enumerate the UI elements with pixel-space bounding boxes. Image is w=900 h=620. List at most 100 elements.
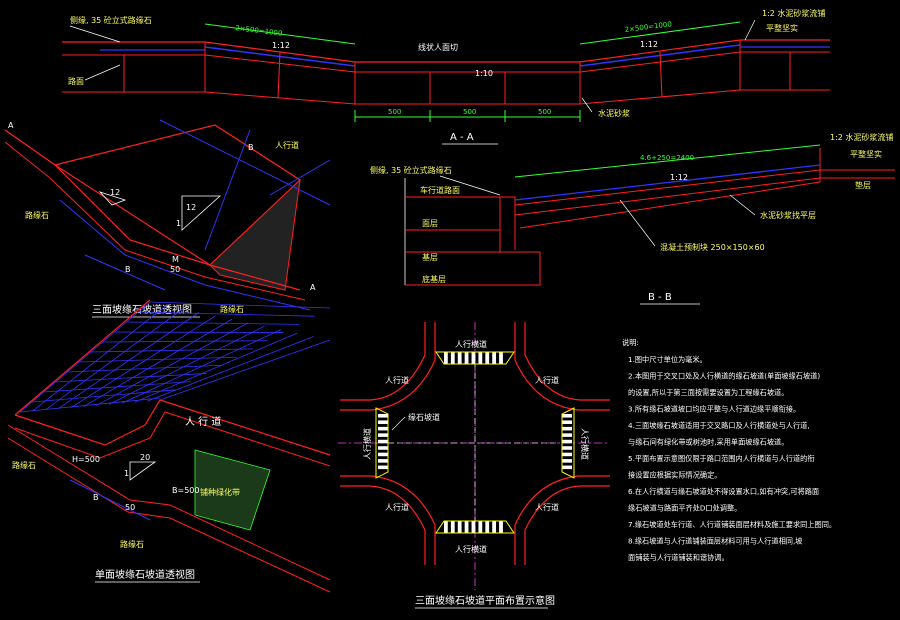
crosswalk-stripe bbox=[562, 446, 572, 450]
crosswalk-stripe bbox=[444, 352, 448, 364]
p3-slope-12b: 12 bbox=[110, 188, 120, 197]
aa-second-line bbox=[62, 51, 830, 73]
crosswalk-stripe bbox=[378, 426, 388, 431]
p1-label-curb2: 路缘石 bbox=[120, 539, 144, 549]
perspective-three: A A 人行道 路缘石 路缘石 12 1 12 M B B 50 三面坡缘石坡道… bbox=[4, 119, 331, 318]
p3-label-a-right: A bbox=[310, 283, 316, 292]
drawing-line bbox=[114, 331, 284, 333]
crosswalk-stripe bbox=[562, 459, 572, 463]
crosswalk-stripe bbox=[471, 521, 476, 533]
aa-label-line: 线状人面切 bbox=[418, 42, 458, 52]
aa-slope-left: 1:12 bbox=[272, 41, 290, 50]
plan-crosswalk-bottom-label: 人行横道 bbox=[455, 544, 487, 554]
p3-label-curb2: 路缘石 bbox=[220, 304, 244, 314]
bb-label-subbase: 底基层 bbox=[422, 274, 446, 284]
plan-label-ramp: 缘石坡道 bbox=[408, 412, 440, 422]
p1-label-green: 铺种绿化带 bbox=[200, 487, 240, 497]
plan-crosswalk-top bbox=[444, 352, 503, 364]
drawing-line bbox=[149, 301, 331, 309]
notes-item: 5.平面布置示意图仅限于路口范围内人行横道与人行道的衔 bbox=[628, 454, 815, 463]
drawing-line bbox=[67, 364, 222, 373]
drawing-line bbox=[108, 325, 265, 405]
bb-slope: 1:12 bbox=[670, 173, 688, 182]
p1-title: 单面坡缘石坡道透视图 bbox=[95, 568, 195, 581]
crosswalk-stripe bbox=[562, 439, 572, 444]
p3-slope-1: 1 bbox=[176, 219, 181, 228]
crosswalk-stripe bbox=[478, 352, 483, 364]
notes-item: 3.所有缘石坡道坡口均应平整与人行道边缘平顺衔接。 bbox=[628, 405, 800, 414]
drawing-line bbox=[121, 329, 282, 404]
aa-dim-left-label: 2×500=1000 bbox=[235, 24, 283, 38]
aa-label-right-bottom: 水泥砂浆 bbox=[598, 108, 630, 118]
notes-item: 的设置,所以于第三面按需要设置为工程缘石坡道。 bbox=[628, 388, 788, 397]
p3-title: 三面坡缘石坡道透视图 bbox=[92, 303, 192, 316]
plan-title: 三面坡缘石坡道平面布置示意图 bbox=[415, 594, 555, 607]
p3-label-m: M bbox=[172, 255, 179, 264]
section-bb: 4.6+250=2400 1:12 侧缘, 35 砼立式路缘石 车行道路面 面层… bbox=[370, 132, 895, 305]
crosswalk-stripe bbox=[378, 439, 388, 444]
p3-slope-triangle bbox=[181, 195, 222, 231]
drawing-line bbox=[31, 389, 176, 403]
bb-label-surface: 面层 bbox=[422, 219, 438, 228]
crosswalk-stripe bbox=[450, 352, 455, 364]
p1-road-edge bbox=[7, 424, 331, 581]
crosswalk-stripe bbox=[378, 452, 388, 457]
crosswalk-stripe bbox=[378, 420, 388, 424]
notes-item: 缘石坡道与路面平齐处D口处调整。 bbox=[628, 504, 741, 513]
crosswalk-stripe bbox=[485, 521, 490, 533]
notes-item: 1.图中尺寸单位为毫米。 bbox=[628, 355, 707, 364]
p3-label-a-left: A bbox=[8, 121, 14, 130]
bb-label-stone: 混凝土预制块 250×150×60 bbox=[660, 242, 765, 252]
p3-label-curb: 路缘石 bbox=[25, 210, 49, 220]
section-aa: 2×500=1000 2×500=1000 1:12 1:12 1:10 500… bbox=[62, 8, 830, 145]
drawing-line bbox=[55, 373, 207, 383]
drawing-line bbox=[19, 397, 161, 413]
aa-slope-right: 1:12 bbox=[640, 40, 658, 49]
drawing-line bbox=[32, 305, 167, 412]
p1-label-h: H=500 bbox=[72, 455, 100, 464]
bb-blue-slope bbox=[514, 164, 821, 201]
p3-label-b2: B bbox=[248, 143, 254, 152]
p1-slope-triangle bbox=[129, 461, 157, 481]
p1-slope-1: 1 bbox=[124, 469, 129, 478]
p3-blue-edge bbox=[59, 199, 311, 311]
crosswalk-stripe bbox=[562, 420, 572, 424]
p1-slope-20: 20 bbox=[140, 453, 150, 462]
drawing-line bbox=[126, 321, 300, 325]
plan-ramps bbox=[375, 351, 575, 534]
plan-crosswalk-right bbox=[562, 414, 572, 470]
plan-crosswalk-left-label: 人行横道 bbox=[362, 428, 372, 460]
notes-heading: 说明: bbox=[622, 338, 639, 347]
p1-dim-50: 50 bbox=[125, 503, 135, 512]
bb-dim-line bbox=[514, 144, 821, 178]
crosswalk-stripe bbox=[562, 433, 572, 437]
notes-item: 与缘石间有绿化带或树池时,采用单面坡缘石坡道。 bbox=[628, 438, 788, 447]
p3-curb-line bbox=[4, 129, 301, 291]
bb-label-curb: 侧缘, 35 砼立式路缘石 bbox=[370, 165, 452, 175]
drawing-line bbox=[45, 308, 183, 411]
notes-item: 2.本图用于交叉口处及人行横道的缘石坡道(单面坡缘石坡道) bbox=[628, 372, 820, 381]
drawing-line bbox=[57, 312, 200, 410]
crosswalk-stripe bbox=[562, 426, 572, 431]
drawing-line bbox=[134, 332, 298, 403]
plan-sidewalk-sw: 人行道 bbox=[385, 502, 409, 512]
plan-crosswalk-left bbox=[378, 414, 388, 470]
p1-label-curb: 路缘石 bbox=[12, 460, 36, 470]
perspective-single: 人 行 道 路缘石 路缘石 H=500 B=500 铺种绿化带 20 1 B 5… bbox=[7, 299, 331, 593]
drawing-line bbox=[19, 301, 151, 413]
aa-title: A - A bbox=[450, 132, 474, 143]
p3-label-b: B bbox=[125, 265, 131, 274]
p1-label-b1: B bbox=[93, 493, 99, 502]
aa-slope-mid: 1:10 bbox=[475, 69, 493, 78]
bb-label-right-top: 1:2 水泥砂浆流铺 bbox=[830, 132, 893, 142]
p1-label-people: 人 行 道 bbox=[185, 415, 221, 428]
aa-dim-bottom-3: 500 bbox=[538, 108, 551, 116]
aa-bottom-line bbox=[62, 89, 830, 105]
p3-hatch-face bbox=[209, 178, 301, 291]
aa-dim-bottom-2: 500 bbox=[463, 108, 476, 116]
aa-label-right-2: 平整坚实 bbox=[766, 23, 798, 33]
crosswalk-stripe bbox=[471, 352, 476, 364]
p3-slope-12: 12 bbox=[186, 203, 196, 212]
drawing-line bbox=[79, 356, 238, 363]
